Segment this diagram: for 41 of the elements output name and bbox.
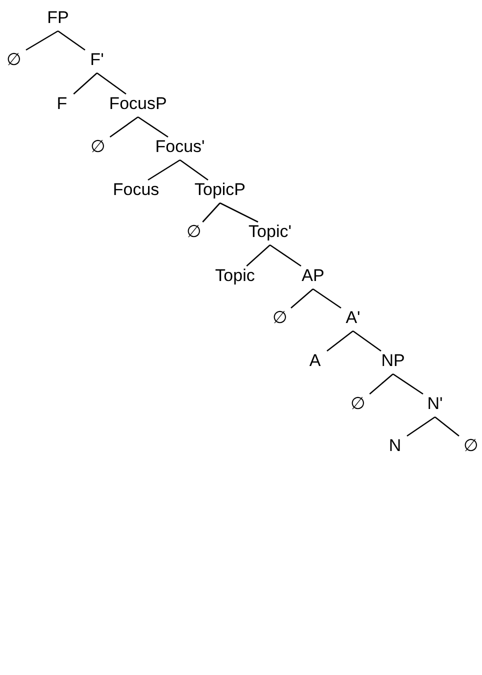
tree-branch: [202, 202, 220, 222]
tree-branch: [26, 30, 58, 51]
tree-branch: [434, 416, 460, 436]
tree-branch: [369, 374, 394, 394]
tree-branch: [312, 288, 342, 309]
tree-branch: [326, 330, 354, 352]
tree-node-label: N: [388, 436, 402, 456]
tree-node-label: FP: [47, 8, 69, 28]
tree-node-label: A': [346, 308, 360, 328]
tree-branch: [180, 159, 208, 181]
tree-branch: [406, 416, 436, 437]
tree-branch: [96, 72, 126, 95]
tree-node-label: ∅: [272, 308, 288, 328]
tree-branch: [392, 373, 424, 395]
tree-branch: [220, 202, 258, 223]
tree-node-label: ∅: [350, 394, 366, 414]
tree-branch: [290, 288, 314, 308]
tree-node-label: Focus': [155, 137, 205, 157]
tree-node-label: ∅: [464, 436, 478, 456]
tree-branch: [110, 116, 138, 138]
tree-branch: [246, 244, 270, 266]
tree-node-label: TopicP: [194, 180, 246, 200]
tree-node-label: AP: [302, 266, 324, 286]
tree-node-label: NP: [381, 351, 405, 371]
tree-node-label: N': [427, 394, 443, 414]
tree-node-label: Topic: [215, 266, 255, 286]
tree-node-label: ∅: [6, 50, 22, 70]
tree-node-label: F': [90, 50, 104, 70]
tree-branch: [148, 159, 180, 181]
tree-node-label: Focus: [112, 180, 160, 200]
tree-branch: [73, 72, 98, 94]
tree-branch: [138, 116, 168, 138]
tree-node-label: ∅: [90, 137, 106, 157]
tree-node-label: ∅: [186, 222, 202, 242]
tree-branch: [270, 244, 302, 267]
tree-node-label: Topic': [248, 222, 292, 242]
tree-branch: [58, 30, 86, 51]
tree-branch: [352, 330, 382, 352]
tree-node-label: F: [56, 94, 68, 114]
tree-node-label: A: [309, 351, 321, 371]
tree-node-label: FocusP: [109, 94, 167, 114]
